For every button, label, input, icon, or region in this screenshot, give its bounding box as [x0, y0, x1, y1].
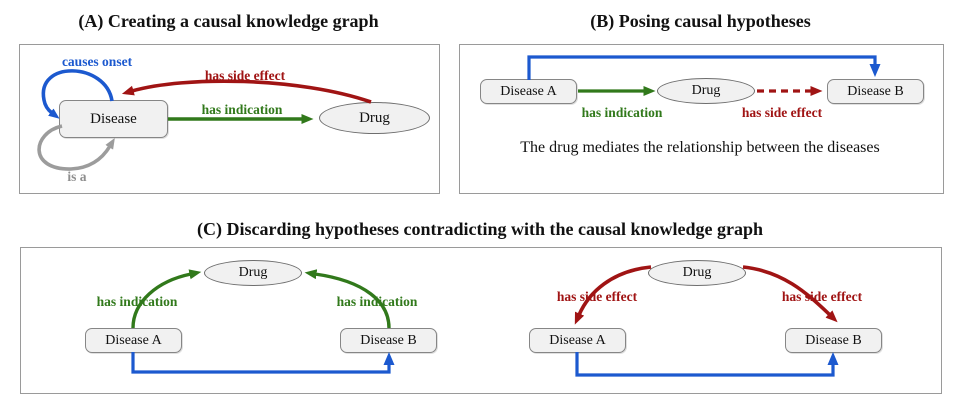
panel-c-left-has-indication-label-b: has indication	[336, 294, 418, 309]
panel-b-title: (B) Posing causal hypotheses	[590, 11, 811, 31]
panel-a-causes-onset-label: causes onset	[61, 54, 133, 69]
panel-b-frame	[459, 44, 944, 194]
panel-b-has-side-effect-label: has side effect	[741, 105, 823, 120]
panel-b-has-indication-label: has indication	[581, 105, 663, 120]
panel-c-frame	[20, 247, 942, 394]
panel-c-left-has-indication-label-a: has indication	[96, 294, 178, 309]
panel-a-drug-node: Drug	[319, 102, 430, 134]
panel-c-left-disease-b-node: Disease B	[340, 328, 437, 353]
panel-b-disease-b-node: Disease B	[827, 79, 924, 104]
panel-a-has-indication-label: has indication	[201, 102, 283, 117]
panel-a-title: (A) Creating a causal knowledge graph	[78, 11, 379, 31]
panel-c-left-drug-node: Drug	[204, 260, 302, 286]
panel-c-right-drug-node: Drug	[648, 260, 746, 286]
panel-b-drug-node: Drug	[657, 78, 755, 104]
panel-a-has-side-effect-label: has side effect	[204, 68, 286, 83]
panel-c-title: (C) Discarding hypotheses contradicting …	[196, 219, 764, 239]
panel-a-disease-node: Disease	[59, 100, 168, 138]
panel-c-right-has-side-effect-label-a: has side effect	[556, 289, 638, 304]
panel-c-right-disease-b-node: Disease B	[785, 328, 882, 353]
panel-a-is-a-label: is a	[67, 169, 87, 184]
panel-c-right-has-side-effect-label-b: has side effect	[781, 289, 863, 304]
panel-b-disease-a-node: Disease A	[480, 79, 577, 104]
panel-c-right-disease-a-node: Disease A	[529, 328, 626, 353]
panel-c-left-disease-a-node: Disease A	[85, 328, 182, 353]
panel-b-caption: The drug mediates the relationship betwe…	[520, 139, 880, 156]
